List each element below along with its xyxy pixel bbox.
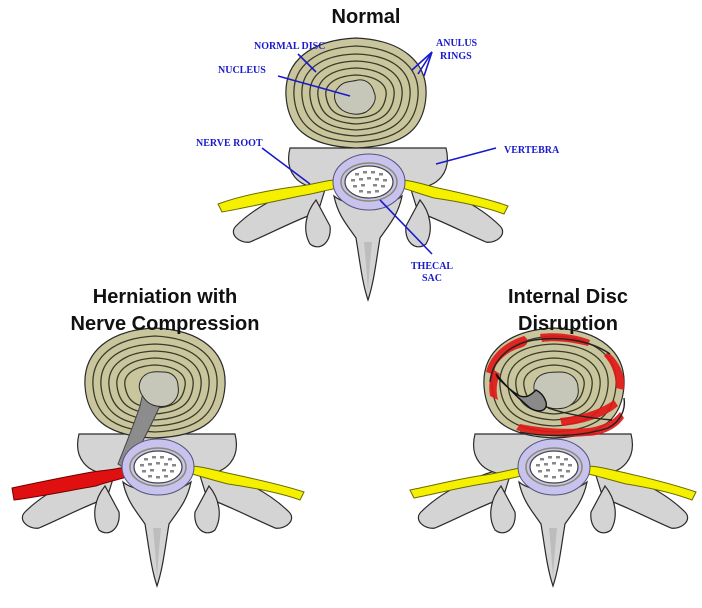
normal-spine-figure	[218, 38, 508, 300]
title-herniation-line2: Nerve Compression	[71, 313, 260, 335]
label-anulus-line2: RINGS	[440, 51, 472, 62]
label-nucleus: NUCLEUS	[218, 65, 266, 76]
label-anulus-line1: ANULUS	[436, 38, 478, 49]
label-vertebra: VERTEBRA	[504, 145, 560, 156]
title-internal-line1: Internal Disc	[508, 286, 628, 308]
title-normal: Normal	[332, 6, 401, 28]
label-thecal-line1: THECAL	[411, 261, 454, 272]
label-thecal-line2: SAC	[422, 273, 442, 284]
title-herniation-line1: Herniation with	[93, 286, 237, 308]
herniation-spine-figure	[12, 328, 304, 586]
label-normal-disc: NORMAL DISC	[254, 41, 325, 52]
internal-disruption-spine-figure	[410, 328, 696, 586]
title-internal-line2: Disruption	[518, 313, 618, 335]
label-nerve-root: NERVE ROOT	[196, 138, 263, 149]
